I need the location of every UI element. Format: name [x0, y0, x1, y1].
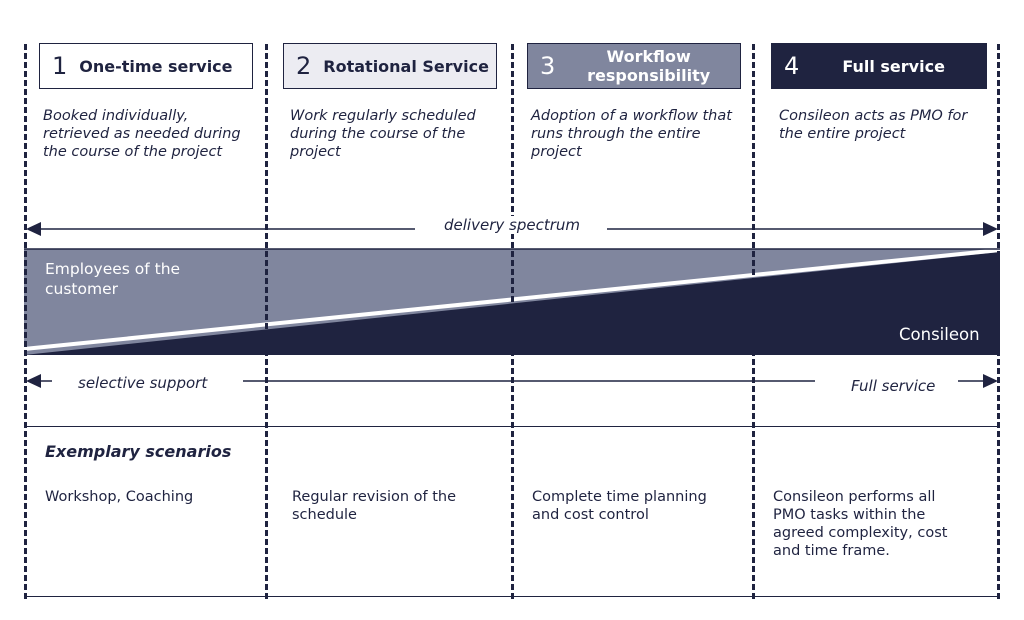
scenario-item: Consileon performs all PMO tasks within …	[773, 489, 948, 559]
stage-description: Adoption of a workflow that runs through…	[531, 108, 732, 160]
support-arrowhead-right	[983, 374, 998, 388]
stage-description: Consileon acts as PMO for the entire pro…	[779, 108, 968, 142]
consileon-label: Consileon	[899, 325, 980, 344]
stage-number: 3	[540, 52, 556, 80]
stage-number: 4	[784, 52, 800, 80]
customer-employees-label: Employees of the customer	[45, 260, 181, 298]
stage-number: 2	[296, 52, 312, 80]
column-separator-4	[997, 44, 1000, 599]
support-arrowhead-left	[26, 374, 41, 388]
scenario-item: Complete time planning and cost control	[532, 489, 707, 523]
stage-description: Work regularly scheduled during the cour…	[290, 108, 476, 160]
stage-number: 1	[52, 52, 68, 80]
stage-title: Full service	[842, 56, 945, 76]
column-separator-2	[511, 44, 514, 599]
stage-box-workflow-responsibility: 3 Workflow responsibility	[527, 43, 741, 89]
column-separator-0	[24, 44, 27, 599]
spectrum-arrowhead-right	[983, 222, 998, 236]
stage-title: Workflow responsibility	[587, 47, 711, 85]
stage-description: Booked individually, retrieved as needed…	[43, 108, 241, 160]
spectrum-arrowhead-left	[26, 222, 41, 236]
stage-title: One-time service	[79, 56, 233, 76]
selective-support-label: selective support	[78, 374, 208, 392]
delivery-spectrum-label: delivery spectrum	[440, 216, 584, 234]
scenarios-title: Exemplary scenarios	[45, 442, 232, 461]
stage-box-rotational-service: 2 Rotational Service	[283, 43, 497, 89]
scenario-item: Workshop, Coaching	[45, 489, 194, 505]
column-separator-3	[752, 44, 755, 599]
full-service-axis-label: Full service	[851, 377, 936, 395]
column-separator-1	[265, 44, 268, 599]
scenario-item: Regular revision of the schedule	[292, 489, 457, 523]
stage-box-one-time-service: 1 One-time service	[39, 43, 253, 89]
stage-box-full-service: 4 Full service	[771, 43, 987, 89]
stage-title: Rotational Service	[323, 56, 489, 76]
